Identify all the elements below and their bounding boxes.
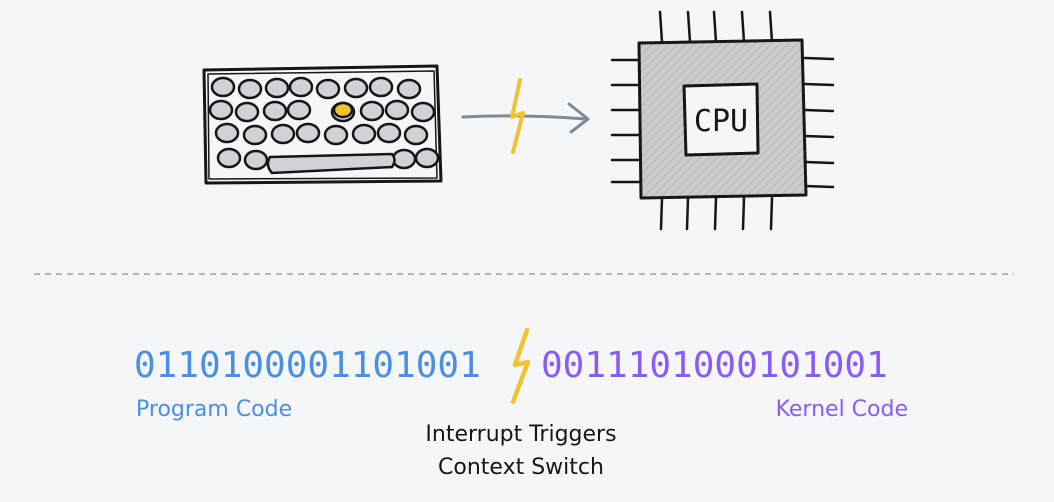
cpu-pin [713,196,718,231]
lightning-bolt-icon [510,327,531,405]
pressed-key [332,101,354,119]
key [270,123,296,145]
key [214,122,240,144]
kernel-code-label: Kernel Code [775,397,908,422]
key [410,101,436,123]
key [234,101,260,123]
interrupt-caption: Interrupt Triggers Context Switch [371,418,671,484]
arrow-right-icon [461,102,590,134]
cpu-pin [803,108,835,113]
cpu-chip-icon: CPU [610,10,835,231]
key [396,78,422,100]
key [237,78,263,100]
caption-line-2: Context Switch [438,455,604,480]
cpu-pin [769,196,774,231]
key [391,148,417,170]
key [242,124,268,146]
lightning-bolt-icon [510,78,525,154]
key [262,100,288,122]
program-code-bits: 0110100001101001 [134,345,481,386]
cpu-label: CPU [694,104,748,139]
key [216,147,242,169]
key [323,124,349,146]
cpu-pin [741,196,746,231]
program-code-label: Program Code [136,397,293,422]
cpu-pin [686,10,692,44]
key [243,149,269,171]
cpu-pin [803,184,835,189]
cpu-pin [803,160,835,165]
key [264,77,290,99]
cpu-pin [803,134,835,139]
cpu-pin [712,10,718,44]
key [359,100,385,122]
key [368,76,394,98]
key [315,78,341,100]
keyboard-icon [202,64,443,185]
kernel-code-bits: 0011101000101001 [541,345,888,386]
key [384,99,410,121]
cpu-pin [658,10,664,44]
key [414,147,440,169]
caption-line-1: Interrupt Triggers [425,422,617,447]
key [208,99,234,121]
cpu-pin [768,10,774,44]
key [376,122,402,144]
cpu-pin [659,196,664,231]
cpu-pin [803,82,835,87]
cpu-pin [685,196,690,231]
key [351,123,377,145]
key [288,76,314,98]
key [210,76,236,98]
key [295,122,321,144]
cpu-pin [740,10,746,44]
cpu-pin [803,56,835,61]
key [286,99,312,121]
key [403,124,429,146]
key [343,77,369,99]
